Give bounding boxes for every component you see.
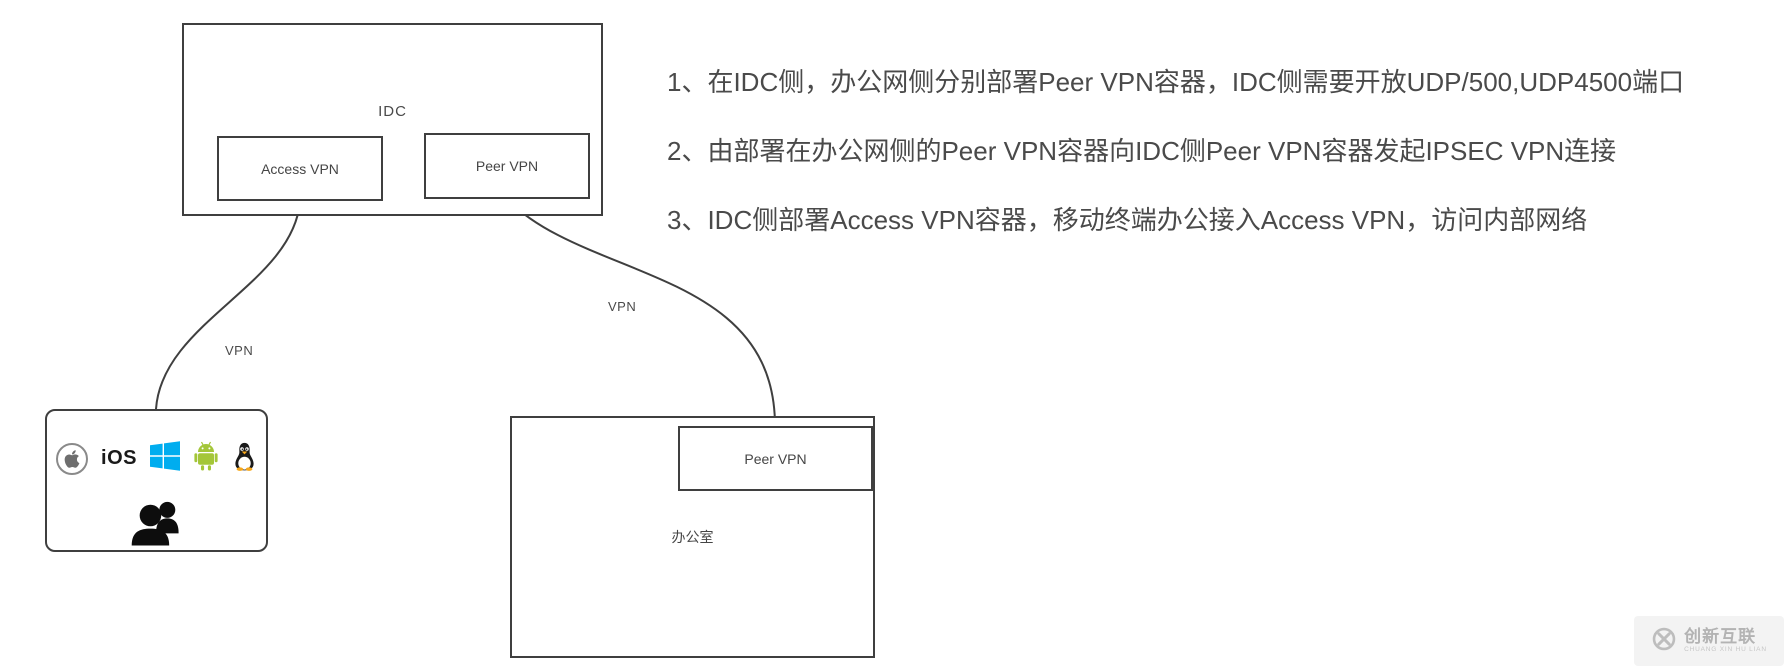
idc-peer-vpn-label: Peer VPN [475,158,539,174]
windows-icon [149,441,180,476]
linux-icon [232,442,257,476]
note-line-3: 3、IDC侧部署Access VPN容器，移动终端办公接入Access VPN，… [667,205,1588,235]
watermark-logo-icon [1651,626,1677,657]
access-vpn-label: Access VPN [261,160,339,177]
office-peer-vpn-label: Peer VPN [744,450,807,467]
note-line-1: 1、在IDC侧，办公网侧分别部署Peer VPN容器，IDC侧需要开放UDP/5… [667,67,1685,97]
vpn-label-right: VPN [608,299,637,314]
access-vpn-box: Access VPN [217,136,383,201]
note-line-2: 2、由部署在办公网侧的Peer VPN容器向IDC侧Peer VPN容器发起IP… [667,136,1617,166]
office-peer-vpn-box: Peer VPN [678,426,873,491]
watermark: 创新互联 CHUANG XIN HU LIAN [1634,616,1784,666]
idc-label: IDC [378,103,407,120]
office-label: 办公室 [671,529,714,545]
watermark-subtitle: CHUANG XIN HU LIAN [1684,646,1767,654]
apple-icon [56,442,89,475]
android-icon [193,441,219,476]
vpn-label-left: VPN [225,343,254,358]
devices-box: iOS [45,409,268,552]
vpn-link-left [155,201,301,410]
idc-peer-vpn-box: Peer VPN [424,133,590,199]
device-icon-row: iOS [47,441,266,476]
ios-label: iOS [101,447,137,469]
watermark-title: 创新互联 [1684,627,1757,647]
users-icon [47,499,266,547]
